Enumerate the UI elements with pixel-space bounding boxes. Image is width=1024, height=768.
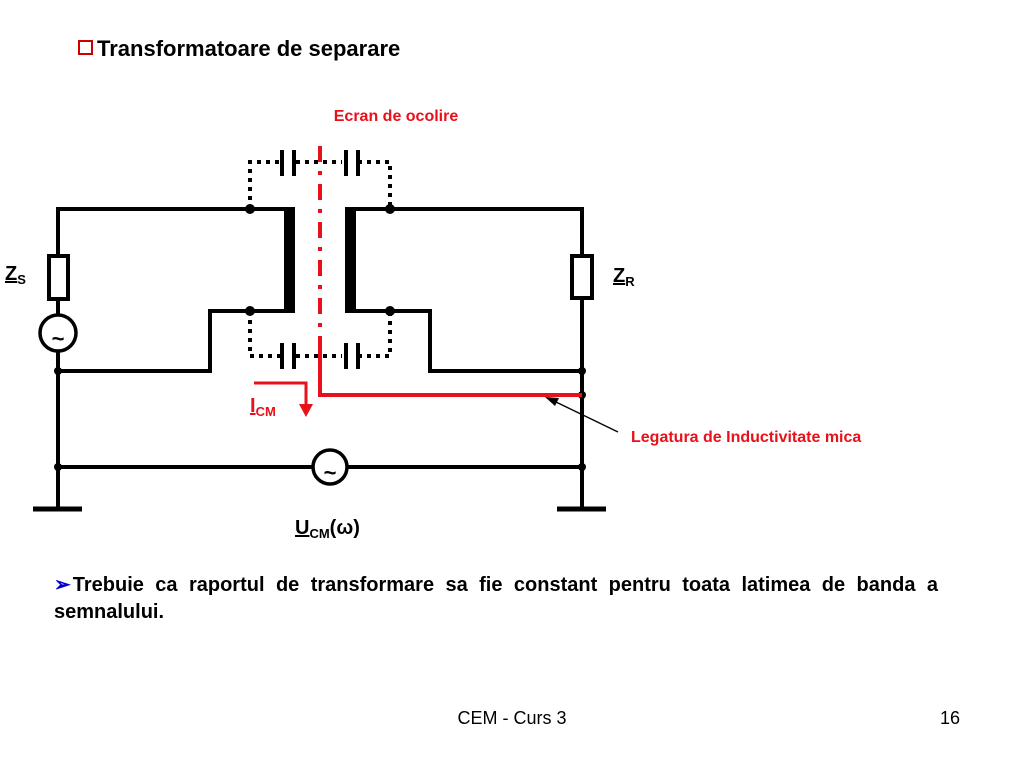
- ucm-label: UCM(ω): [295, 517, 360, 541]
- page-number: 16: [939, 708, 960, 728]
- slide-title: Transformatoare de separare: [78, 36, 400, 62]
- low-inductance-link: [318, 345, 582, 397]
- arrow-bullet-icon: ➢: [54, 574, 71, 596]
- icm-current-arrow: [254, 381, 308, 406]
- capacitor-bottom: [280, 343, 360, 369]
- link-pointer-arrowhead-icon: [545, 397, 559, 406]
- ucm-label-arg: (ω): [330, 517, 360, 539]
- icm-arrowhead-icon: [299, 404, 313, 417]
- ucm-label-main: U: [295, 517, 309, 539]
- parasitic-capacitance-bottom: [248, 311, 392, 358]
- zr-impedance: [570, 254, 594, 300]
- circuit-wires: [56, 207, 584, 510]
- signal-source-icon: [38, 313, 78, 353]
- low-inductance-label: Legatura de Inductivitate mica: [631, 429, 861, 446]
- signal-source-symbol: ~: [52, 326, 65, 351]
- ucm-label-sub: CM: [309, 526, 329, 541]
- secondary-winding: [345, 207, 356, 313]
- checkbox-bullet-icon: [78, 40, 93, 55]
- common-mode-source-symbol: ~: [324, 460, 337, 485]
- capacitor-top: [280, 150, 360, 176]
- icm-label-sub: CM: [256, 404, 276, 419]
- zr-label-main: Z: [613, 265, 625, 287]
- primary-winding: [284, 207, 295, 313]
- screen-label: Ecran de ocolire: [334, 108, 459, 125]
- parasitic-capacitance-top: [248, 160, 392, 209]
- common-mode-source-icon: [311, 448, 349, 486]
- link-pointer-line: [555, 401, 619, 433]
- footer-course: CEM - Curs 3: [457, 708, 567, 728]
- zs-impedance: [47, 254, 70, 301]
- zr-label-sub: R: [625, 274, 635, 289]
- body-paragraph: ➢Trebuie ca raportul de transformare sa …: [54, 574, 938, 623]
- zs-label-sub: S: [17, 272, 26, 287]
- icm-label: ICM: [250, 395, 276, 419]
- icm-label-main: I: [250, 395, 256, 417]
- zs-label: ZS: [5, 263, 26, 287]
- junction-dots: [54, 204, 586, 471]
- zs-label-main: Z: [5, 263, 17, 285]
- zr-label: ZR: [613, 265, 635, 289]
